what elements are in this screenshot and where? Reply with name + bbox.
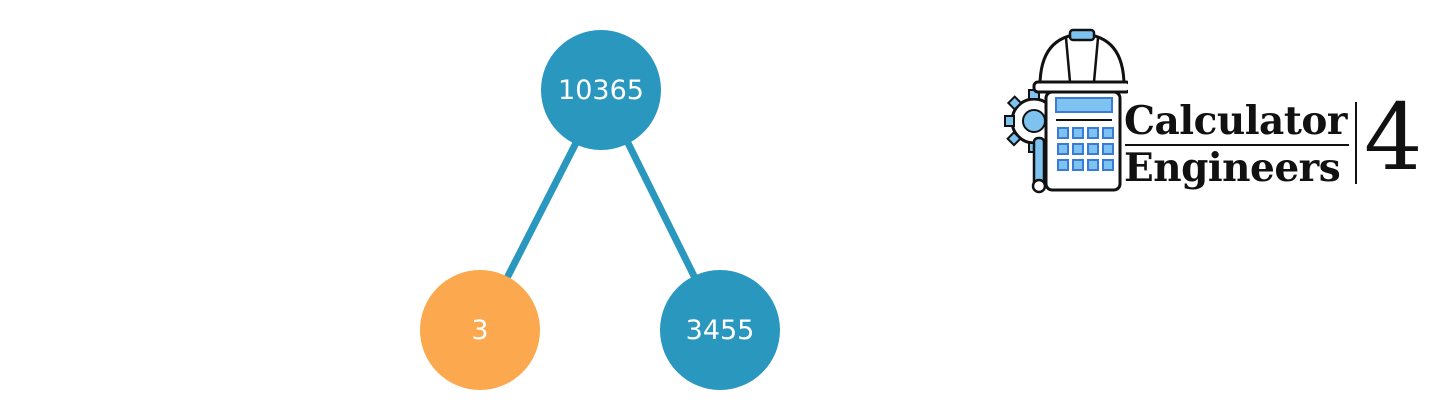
root-node-circle — [541, 30, 661, 150]
right-child-node-label: 3455 — [686, 315, 755, 346]
logo-divider — [1355, 102, 1357, 184]
logo-number: 4 — [1364, 84, 1423, 191]
right-child-node-circle — [660, 270, 780, 390]
right-child-node: 3455 — [660, 270, 780, 390]
root-node-label: 10365 — [558, 75, 644, 106]
logo-text-calculator: Calculator — [1124, 98, 1347, 144]
edge-root-to-right — [624, 139, 698, 280]
logo-underline — [1125, 144, 1349, 146]
root-node: 10365 — [541, 30, 661, 150]
left-child-node: 3 — [420, 270, 540, 390]
hard-hat-icon — [1032, 28, 1128, 94]
calculator4engineers-logo: Calculator Engineers 4 — [1004, 26, 1424, 202]
left-child-node-label: 3 — [471, 315, 488, 346]
edge-root-to-left — [504, 139, 580, 280]
wrench-icon — [1031, 136, 1047, 194]
logo-artwork — [1004, 28, 1128, 194]
left-child-node-circle — [420, 270, 540, 390]
calculator-icon — [1044, 90, 1122, 192]
logo-text-engineers: Engineers — [1124, 145, 1341, 191]
